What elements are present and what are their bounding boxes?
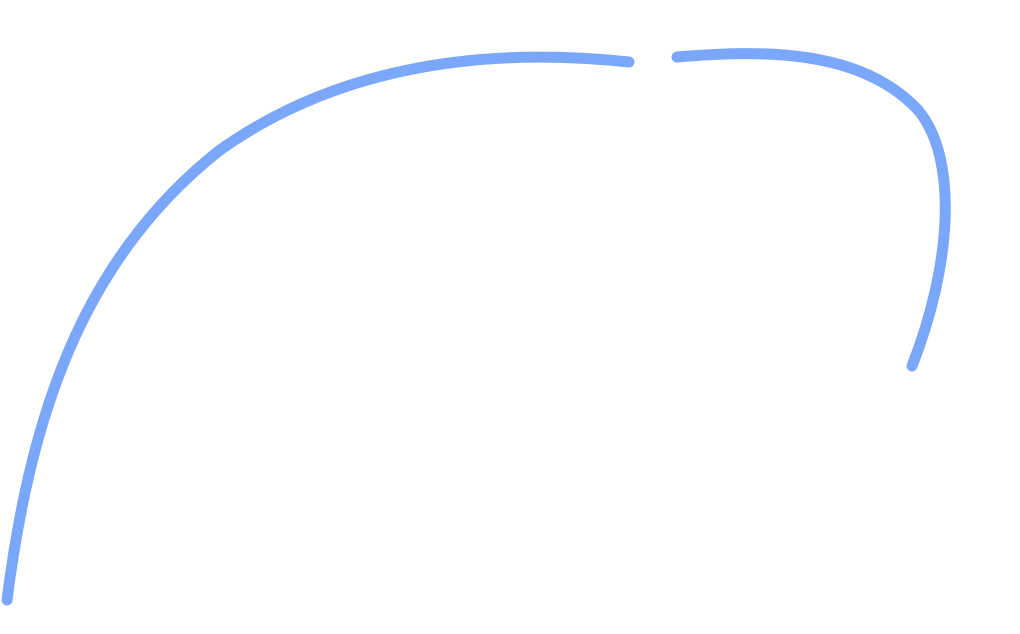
left-arc-stroke [1, 51, 635, 606]
right-arc-stroke [671, 48, 951, 372]
